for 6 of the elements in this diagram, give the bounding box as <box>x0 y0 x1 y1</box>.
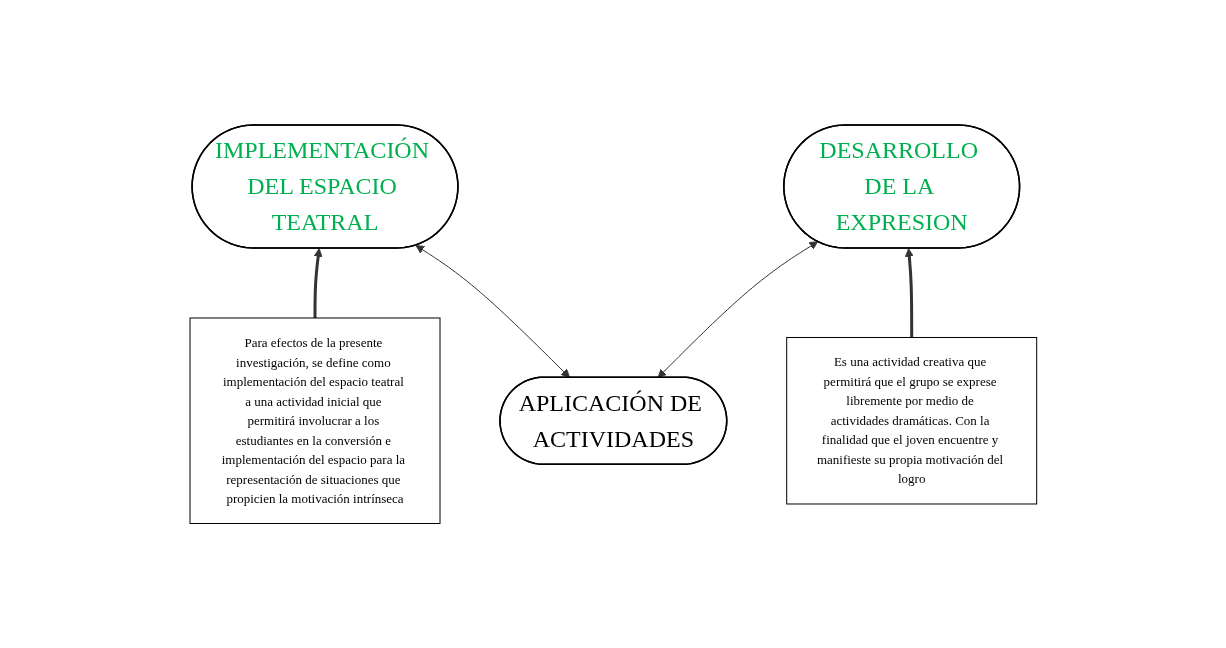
arrow <box>904 247 914 338</box>
arrow <box>657 241 818 378</box>
node-box: Es una actividad creativa que permitirá que el grupo se exprese libremente por medio de actividades dramáticas. Con la finalidad que el joven encuentre y manifieste su propia motivación del logro <box>785 336 1037 505</box>
node-box: Para efectos de la presente investigación, se define como implementación del espacio teatral a una actividad inicial que permitirá involucrar a los estudiantes en la conversión e implementación del espacio para la representación de situaciones que propicien la motivación intrínseca <box>189 317 441 524</box>
arrow <box>313 247 323 318</box>
arrow <box>415 244 570 378</box>
